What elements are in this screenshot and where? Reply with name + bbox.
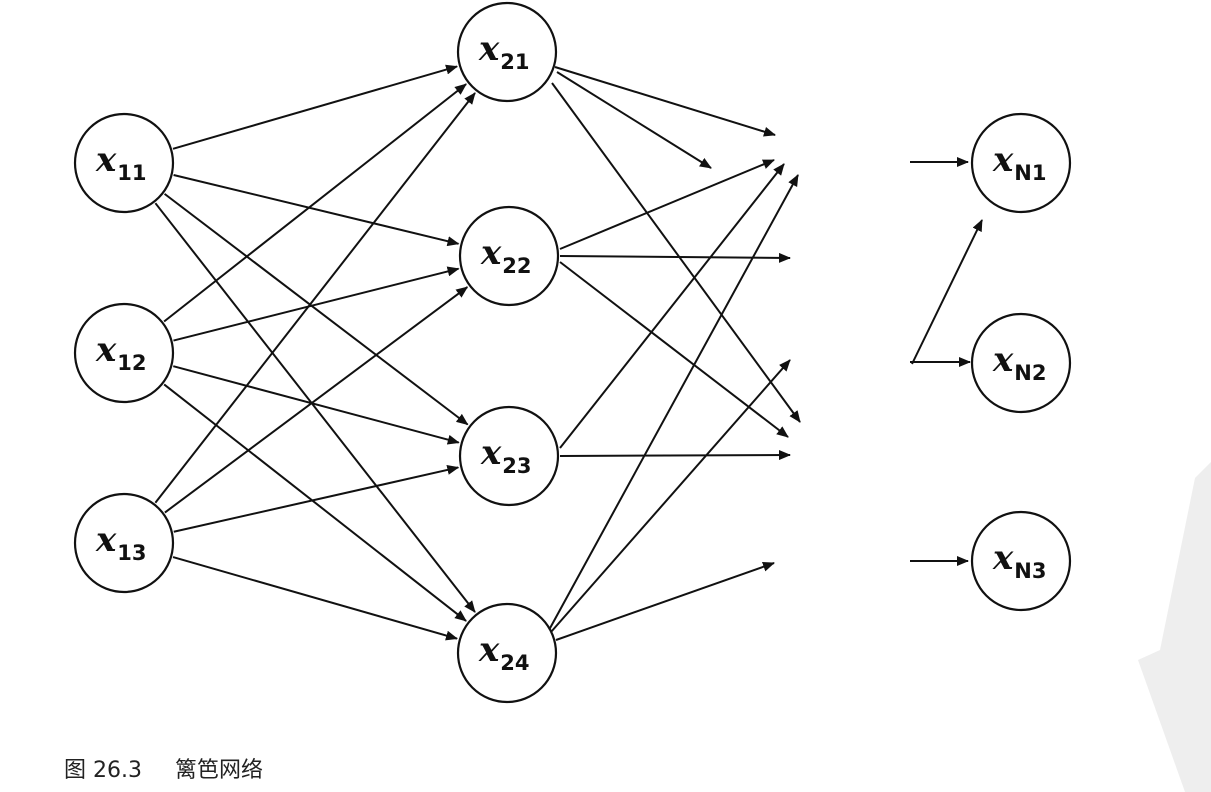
node-circle xyxy=(456,1,558,103)
node-label: x24 xyxy=(478,630,530,675)
arrow-x23-out-1 xyxy=(559,163,785,449)
node-circle xyxy=(73,302,175,404)
figure-title: 篱笆网络 xyxy=(174,758,263,783)
node-variable: x xyxy=(478,630,500,670)
node-x13: x13 xyxy=(73,492,175,594)
edge-x13-x22 xyxy=(164,286,469,514)
node-variable: x xyxy=(992,340,1014,380)
edge-x12-x24 xyxy=(163,383,467,622)
node-circle xyxy=(73,492,175,594)
node-subscript: N3 xyxy=(1014,559,1046,583)
edge-x11-x21 xyxy=(172,64,459,150)
node-variable: x xyxy=(480,433,502,473)
edges-layer xyxy=(154,64,476,641)
arrow-up-to-xN1 xyxy=(911,219,983,365)
arrow-x24-out-1 xyxy=(548,174,799,631)
node-circle xyxy=(970,112,1072,214)
node-subscript: 23 xyxy=(502,454,531,478)
node-label: x12 xyxy=(95,330,147,375)
arrow-x24-out-3 xyxy=(555,561,775,641)
elided-arrows xyxy=(548,66,983,641)
edge-x12-x22 xyxy=(173,266,460,342)
arrow-x22-out-3 xyxy=(559,261,789,438)
node-variable: x xyxy=(992,140,1014,180)
arrow-x22-out-1 xyxy=(559,159,775,250)
node-label: x11 xyxy=(95,140,147,185)
watermark-dot xyxy=(1191,662,1203,674)
node-label: xN2 xyxy=(992,340,1046,385)
node-x11: x11 xyxy=(73,112,175,214)
edge-x11-x23 xyxy=(163,193,469,426)
edge-x12-x23 xyxy=(173,365,460,445)
node-x22: x22 xyxy=(458,205,560,307)
node-x21: x21 xyxy=(456,1,558,103)
node-label: x21 xyxy=(478,29,530,74)
node-subscript: N1 xyxy=(1014,161,1046,185)
node-xN1: xN1 xyxy=(970,112,1072,214)
node-circle xyxy=(970,312,1072,414)
figure-number: 图 26.3 xyxy=(64,758,142,783)
node-circle xyxy=(458,405,560,507)
node-variable: x xyxy=(95,140,117,180)
node-variable: x xyxy=(992,538,1014,578)
node-label: x23 xyxy=(480,433,532,478)
edge-x13-x21 xyxy=(154,92,476,504)
edge-x12-x21 xyxy=(163,83,467,323)
node-variable: x xyxy=(95,330,117,370)
node-subscript: 21 xyxy=(500,50,529,74)
node-variable: x xyxy=(480,233,502,273)
arrow-x21-out-2 xyxy=(556,71,712,169)
edge-x11-x24 xyxy=(154,202,476,613)
arrow-x21-out-3 xyxy=(551,82,801,423)
edge-x13-x24 xyxy=(172,556,458,641)
node-circle xyxy=(456,602,558,704)
node-subscript: 13 xyxy=(117,541,146,565)
node-subscript: 22 xyxy=(502,254,531,278)
arrow-x21-out-1 xyxy=(554,66,776,137)
node-label: xN3 xyxy=(992,538,1046,583)
node-circle xyxy=(73,112,175,214)
node-xN2: xN2 xyxy=(970,312,1072,414)
arrow-x24-out-2 xyxy=(550,359,791,633)
node-label: x22 xyxy=(480,233,532,278)
node-x23: x23 xyxy=(458,405,560,507)
node-x24: x24 xyxy=(456,602,558,704)
edge-x13-x23 xyxy=(173,465,460,533)
node-x12: x12 xyxy=(73,302,175,404)
arrow-x23-out-2 xyxy=(559,450,791,461)
figure-caption: 图 26.3 篱笆网络 xyxy=(64,752,263,784)
edge-x11-x22 xyxy=(173,174,460,247)
arrow-x22-out-2 xyxy=(559,252,791,263)
node-subscript: 24 xyxy=(500,651,529,675)
node-subscript: 12 xyxy=(117,351,146,375)
node-circle xyxy=(970,510,1072,612)
node-xN3: xN3 xyxy=(970,510,1072,612)
watermark-shape xyxy=(1138,462,1211,792)
node-variable: x xyxy=(478,29,500,69)
node-circle xyxy=(458,205,560,307)
node-variable: x xyxy=(95,520,117,560)
node-label: x13 xyxy=(95,520,147,565)
node-subscript: N2 xyxy=(1014,361,1046,385)
node-label: xN1 xyxy=(992,140,1046,185)
node-subscript: 11 xyxy=(117,161,146,185)
